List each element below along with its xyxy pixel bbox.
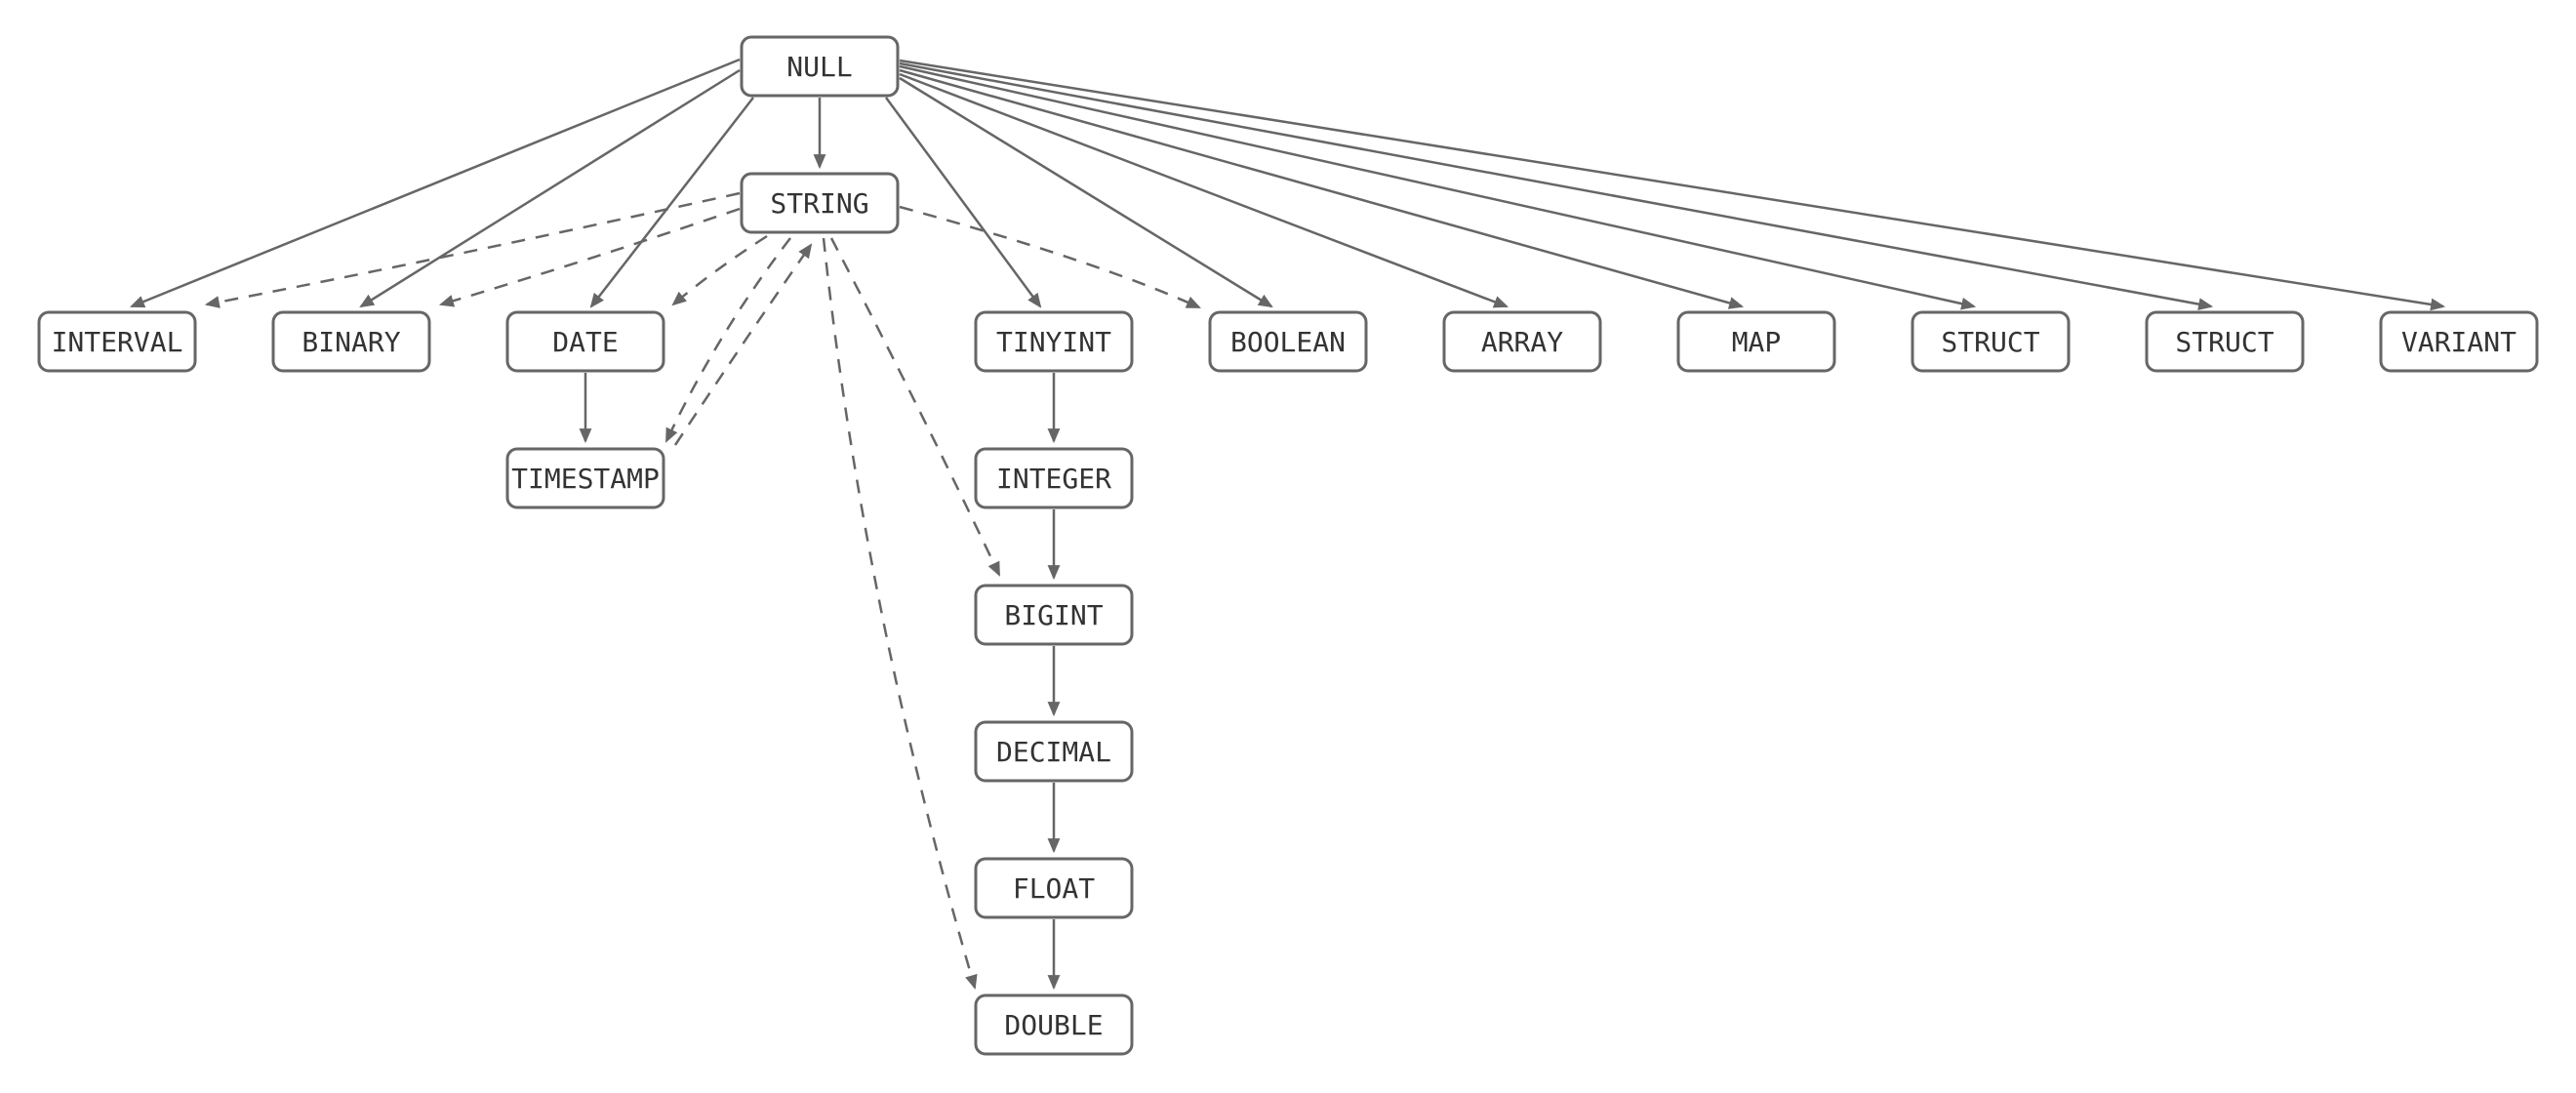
- node-decimal: DECIMAL: [974, 720, 1134, 783]
- node-label-binary: BINARY: [302, 326, 400, 358]
- node-box-date: [505, 310, 665, 373]
- node-label-struct2: STRUCT: [2175, 326, 2274, 358]
- node-label-map: MAP: [1732, 326, 1782, 358]
- edge-string-to-double: [822, 237, 978, 991]
- node-box-string: [740, 172, 900, 234]
- node-struct2: STRUCT: [2145, 310, 2305, 373]
- node-label-float: FLOAT: [1013, 872, 1095, 905]
- node-label-boolean: BOOLEAN: [1230, 326, 1346, 358]
- edge-null-to-map: [899, 68, 1745, 309]
- edge-null-to-binary: [359, 68, 741, 308]
- node-box-null: [740, 35, 900, 98]
- node-boolean: BOOLEAN: [1208, 310, 1368, 373]
- node-null: NULL: [740, 35, 900, 98]
- node-map: MAP: [1676, 310, 1836, 373]
- edge-timestamp-to-string: [673, 243, 813, 446]
- node-layer: NULL STRING INTERVAL BINARY DATE TIMESTAMP TIN…: [37, 35, 2539, 1056]
- node-box-variant: [2379, 310, 2539, 373]
- edge-null-to-struct1: [899, 64, 1977, 310]
- node-label-string: STRING: [770, 187, 868, 220]
- node-box-map: [1676, 310, 1836, 373]
- node-label-null: NULL: [786, 51, 852, 83]
- node-box-float: [974, 857, 1134, 919]
- node-binary: BINARY: [271, 310, 431, 373]
- node-box-double: [974, 993, 1134, 1056]
- edge-string-to-date: [671, 234, 768, 306]
- edge-string-to-binary: [438, 207, 741, 307]
- edge-string-to-timestamp: [664, 237, 791, 443]
- node-box-interval: [37, 310, 197, 373]
- node-label-integer: INTEGER: [996, 463, 1111, 495]
- edge-null-to-date: [589, 97, 754, 308]
- node-struct1: STRUCT: [1911, 310, 2071, 373]
- node-label-bigint: BIGINT: [1004, 599, 1103, 631]
- edge-string-to-interval: [204, 191, 741, 308]
- node-label-tinyint: TINYINT: [996, 326, 1111, 358]
- node-label-timestamp: TIMESTAMP: [511, 463, 660, 495]
- node-label-variant: VARIANT: [2401, 326, 2516, 358]
- edge-layer: [130, 58, 2446, 991]
- node-interval: INTERVAL: [37, 310, 197, 373]
- node-label-date: DATE: [552, 326, 618, 358]
- node-float: FLOAT: [974, 857, 1134, 919]
- node-box-decimal: [974, 720, 1134, 783]
- edge-string-to-bigint: [829, 237, 1001, 577]
- edge-null-to-variant: [899, 59, 2446, 311]
- node-timestamp: TIMESTAMP: [505, 447, 665, 509]
- node-box-boolean: [1208, 310, 1368, 373]
- node-label-struct1: STRUCT: [1941, 326, 2039, 358]
- edge-null-to-array: [899, 72, 1509, 308]
- node-box-binary: [271, 310, 431, 373]
- node-label-interval: INTERVAL: [52, 326, 183, 358]
- edge-null-to-struct2: [899, 61, 2214, 310]
- node-label-decimal: DECIMAL: [996, 736, 1111, 768]
- node-box-struct1: [1911, 310, 2071, 373]
- node-array: ARRAY: [1442, 310, 1602, 373]
- edge-null-to-interval: [130, 58, 741, 308]
- node-integer: INTEGER: [974, 447, 1134, 509]
- edge-null-to-tinyint: [884, 97, 1042, 308]
- node-bigint: BIGINT: [974, 584, 1134, 646]
- node-box-tinyint: [974, 310, 1134, 373]
- node-label-double: DOUBLE: [1004, 1009, 1103, 1041]
- node-label-array: ARRAY: [1481, 326, 1563, 358]
- node-tinyint: TINYINT: [974, 310, 1134, 373]
- node-box-timestamp: [505, 447, 665, 509]
- edge-null-to-boolean: [899, 76, 1273, 308]
- node-box-integer: [974, 447, 1134, 509]
- node-box-array: [1442, 310, 1602, 373]
- node-box-bigint: [974, 584, 1134, 646]
- node-string: STRING: [740, 172, 900, 234]
- edge-string-to-boolean: [899, 205, 1201, 309]
- node-double: DOUBLE: [974, 993, 1134, 1056]
- node-date: DATE: [505, 310, 665, 373]
- node-variant: VARIANT: [2379, 310, 2539, 373]
- node-box-struct2: [2145, 310, 2305, 373]
